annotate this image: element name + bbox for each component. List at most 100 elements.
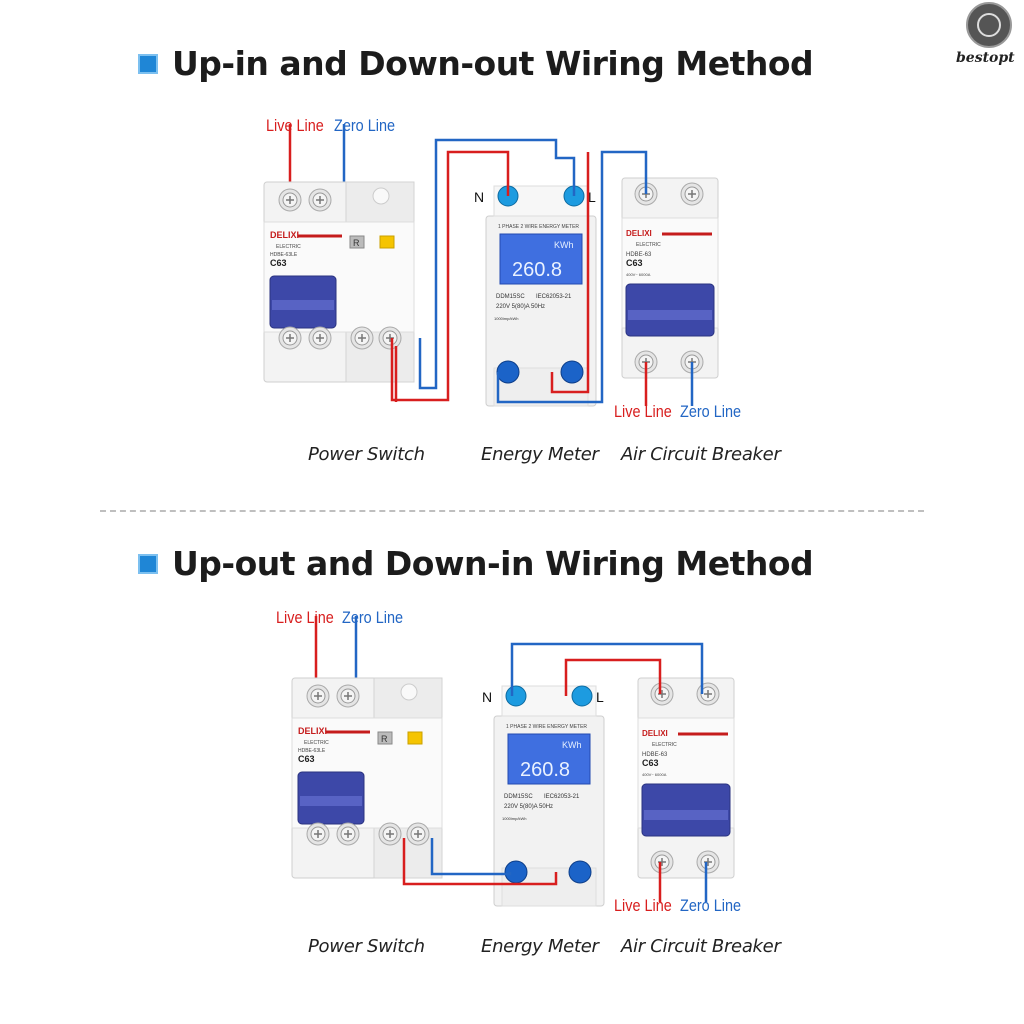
meter-unit: KWh	[562, 740, 582, 750]
section-title: Up-in and Down-out Wiring Method	[172, 44, 814, 83]
breaker-handle-bar	[644, 810, 728, 820]
breaker-model: HDBE-63	[642, 752, 668, 758]
square-bullet-icon	[138, 53, 158, 74]
terminal-screw-icon	[286, 334, 294, 342]
breaker-rating: C63	[626, 258, 643, 268]
terminal-screw-icon	[316, 334, 324, 342]
switch-handle-bar	[272, 300, 334, 310]
breaker-model: HDBE-63	[626, 252, 652, 258]
terminal-screw-icon	[314, 692, 322, 700]
zero-line-label-bottom: Zero Line	[680, 402, 742, 421]
meter-lcd	[507, 733, 591, 785]
zero-line-label-top: Zero Line	[342, 608, 404, 627]
breaker-brand: DELIXI	[642, 729, 668, 738]
wire	[402, 838, 558, 886]
wire	[564, 658, 662, 696]
meter-standard: IEC62053-21	[536, 294, 572, 300]
meter-terminal-bottom-right	[560, 360, 584, 384]
switch-brand: DELIXI	[298, 726, 327, 736]
switch-model: HDBE-63LE	[298, 748, 326, 754]
section-heading-2: Up-out and Down-in Wiring Method	[138, 544, 814, 583]
breaker-brand: DELIXI	[626, 229, 652, 238]
terminal-screw-icon	[314, 830, 322, 838]
meter-model: DDM15SC	[504, 794, 533, 800]
switch-test-button	[379, 235, 395, 249]
wire	[430, 838, 512, 876]
section-title: Up-out and Down-in Wiring Method	[172, 544, 814, 583]
section-heading-1: Up-in and Down-out Wiring Method	[138, 44, 814, 83]
switch-handle-bar	[300, 796, 362, 806]
caption-air-circuit-breaker: Air Circuit Breaker	[621, 444, 781, 465]
breaker-handle-bar	[628, 310, 712, 320]
caption-energy-meter: Energy Meter	[481, 444, 599, 465]
terminal-screw-icon	[688, 190, 696, 198]
energy-meter: N L 1 PHASE 2 WIRE ENERGY METER KWh 260.8DDM…	[474, 185, 597, 407]
switch-model: HDBE-63LE	[270, 252, 298, 258]
live-line-label-bottom: Live Line	[614, 402, 672, 421]
switch-r-button	[349, 235, 365, 249]
brand-logo: bestopt	[956, 2, 1024, 70]
caption-power-switch: Power Switch	[308, 936, 425, 957]
meter-lcd	[499, 233, 583, 285]
live-line-label-top: Live Line	[276, 608, 334, 627]
meter-header: 1 PHASE 2 WIRE ENERGY METER	[506, 724, 587, 730]
wire	[510, 642, 704, 696]
breaker-sub: ELECTRIC	[652, 742, 677, 748]
meter-standard: IEC62053-21	[544, 794, 580, 800]
meter-n-label: N	[474, 189, 484, 205]
breaker-sub: ELECTRIC	[636, 242, 661, 248]
breaker-rating: C63	[642, 758, 659, 768]
breaker-spec: 400V~ 6000A	[626, 272, 651, 277]
terminal-screw-icon	[344, 692, 352, 700]
caption-air-circuit-breaker: Air Circuit Breaker	[621, 936, 781, 957]
meter-l-label: L	[588, 189, 596, 205]
breaker-spec: 400V~ 6000A	[642, 772, 667, 777]
meter-header: 1 PHASE 2 WIRE ENERGY METER	[498, 224, 579, 230]
caption-power-switch: Power Switch	[308, 444, 425, 465]
terminal-screw-icon	[414, 830, 422, 838]
meter-unit: KWh	[554, 240, 574, 250]
wire	[550, 152, 590, 394]
meter-model: DDM15SC	[496, 294, 525, 300]
switch-r-button	[377, 731, 393, 745]
terminal-screw-icon	[344, 830, 352, 838]
meter-l-label: L	[596, 689, 604, 705]
switch-sub: ELECTRIC	[276, 244, 301, 250]
terminal-screw-icon	[316, 196, 324, 204]
terminal-screw-icon	[286, 196, 294, 204]
meter-spec: 220V 5(80)A 50Hz	[504, 804, 553, 810]
zero-line-label-bottom: Zero Line	[680, 896, 742, 915]
terminal-screw-icon	[704, 690, 712, 698]
wire	[390, 150, 510, 402]
meter-imp: 1000imp/kWh	[502, 816, 526, 821]
switch-rating: C63	[270, 258, 287, 268]
meter-terminal-bottom-left	[496, 360, 520, 384]
meter-terminal-bottom-right	[568, 860, 592, 884]
switch-brand: DELIXI	[270, 230, 299, 240]
meter-terminal-n	[505, 685, 527, 707]
live-line-label-top: Live Line	[266, 116, 324, 135]
switch-r-label: R	[353, 238, 360, 248]
terminal-screw-icon	[358, 334, 366, 342]
live-line-label-bottom: Live Line	[614, 896, 672, 915]
switch-rating: C63	[298, 754, 315, 764]
switch-indicator	[400, 683, 418, 701]
meter-n-label: N	[482, 689, 492, 705]
meter-terminal-l	[571, 685, 593, 707]
zero-line-label-top: Zero Line	[334, 116, 396, 135]
caption-energy-meter: Energy Meter	[481, 936, 599, 957]
meter-spec: 220V 5(80)A 50Hz	[496, 304, 545, 310]
wire	[496, 150, 648, 404]
switch-r-label: R	[381, 734, 388, 744]
meter-reading: 260.8	[512, 259, 562, 281]
